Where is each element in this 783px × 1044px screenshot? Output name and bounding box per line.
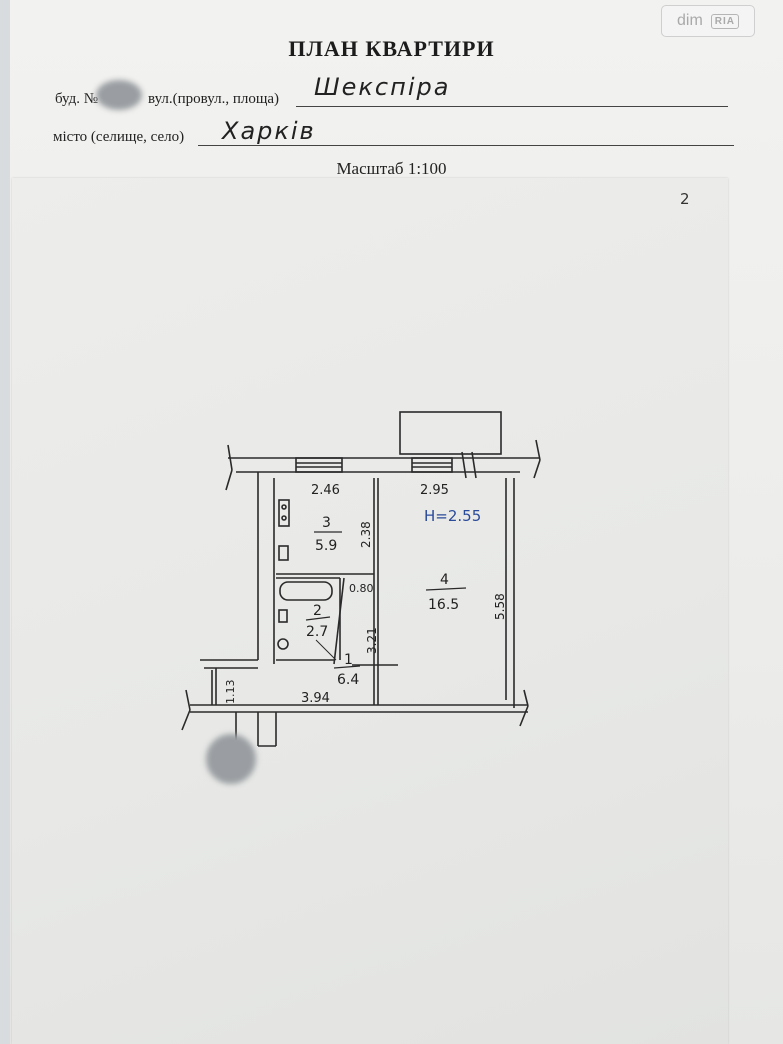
street-label: вул.(провул., площа) [148, 91, 280, 107]
dim-top-left: 2.46 [311, 483, 340, 498]
room3-number: 3 [322, 515, 331, 531]
page-number: 2 [680, 190, 690, 208]
stove [278, 499, 290, 527]
dim-bath-width: 0.80 [349, 582, 374, 595]
city-underline [198, 145, 734, 146]
page-title: ПЛАН КВАРТИРИ [288, 36, 495, 61]
bathtub [279, 581, 333, 601]
dim-top-right: 2.95 [420, 483, 449, 498]
balcony [399, 411, 502, 455]
dim-room4-side: 5.58 [493, 593, 507, 620]
building-label: буд. № [55, 91, 99, 107]
room2-area: 2.7 [306, 624, 328, 640]
ceiling-height-note: H=2.55 [424, 507, 481, 525]
room1-number: 1 [344, 652, 353, 668]
city-value: Харків [222, 117, 316, 145]
redacted-stamp [206, 734, 256, 784]
city-label: місто (селище, село) [53, 129, 185, 145]
bath-sink [278, 609, 288, 623]
kitchen-sink [278, 545, 289, 561]
scale-label: Масштаб 1:100 [336, 159, 447, 178]
redacted-building-number [96, 80, 142, 110]
room4-area: 16.5 [428, 597, 459, 613]
room3-area: 5.9 [315, 538, 337, 554]
watermark-ria: RIA [710, 13, 739, 29]
plan-sheet [12, 178, 728, 1044]
watermark-dim: dim [676, 12, 703, 29]
room2-number: 2 [313, 603, 322, 619]
street-value: Шекспіра [314, 73, 451, 101]
street-underline [296, 106, 728, 107]
room4-number: 4 [440, 572, 449, 588]
toilet [277, 638, 289, 650]
dim-room3-side: 2.38 [359, 521, 373, 548]
window-room3 [295, 457, 343, 473]
dim-corridor-length: 3.94 [301, 691, 330, 706]
room1-area: 6.4 [337, 672, 359, 688]
watermark-logo: dim RIA [661, 5, 755, 37]
dim-corridor-side: 3.21 [365, 627, 379, 654]
dim-entry-width: 1.13 [224, 680, 237, 705]
window-room4 [411, 457, 453, 473]
